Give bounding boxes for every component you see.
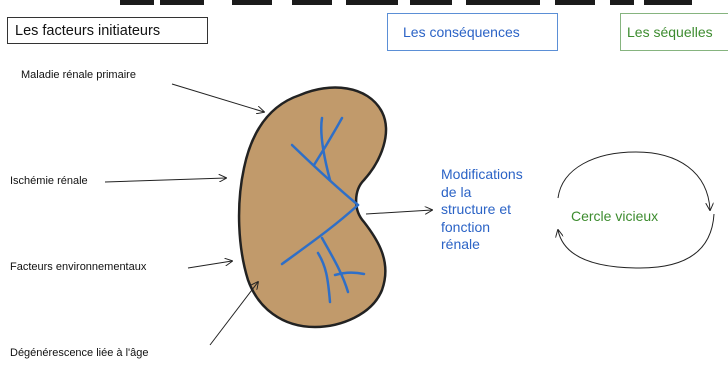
consequence-line: rénale	[441, 236, 551, 254]
consequence-line: fonction	[441, 219, 551, 237]
consequence-line: structure et	[441, 201, 551, 219]
factor-renal-ischemia: Ischémie rénale	[10, 175, 88, 187]
kidney-shape	[239, 88, 386, 327]
consequence-text: Modifications de la structure et fonctio…	[441, 166, 551, 254]
consequence-line: de la	[441, 184, 551, 202]
arrow-environnement	[188, 261, 232, 268]
cycle-arc-top	[558, 152, 710, 210]
consequence-line: Modifications	[441, 166, 551, 184]
arrow-ischemie	[105, 178, 226, 182]
factor-primary-kidney-disease: Maladie rénale primaire	[21, 69, 136, 81]
arrow-maladie	[172, 84, 264, 112]
vicious-circle-label: Cercle vicieux	[571, 208, 658, 224]
arrow-to-consequences	[366, 210, 432, 214]
arrow-degenerescence	[210, 282, 258, 345]
factor-environmental: Facteurs environnementaux	[10, 261, 146, 273]
factor-age-degeneration: Dégénérescence liée à l'âge	[10, 347, 148, 359]
